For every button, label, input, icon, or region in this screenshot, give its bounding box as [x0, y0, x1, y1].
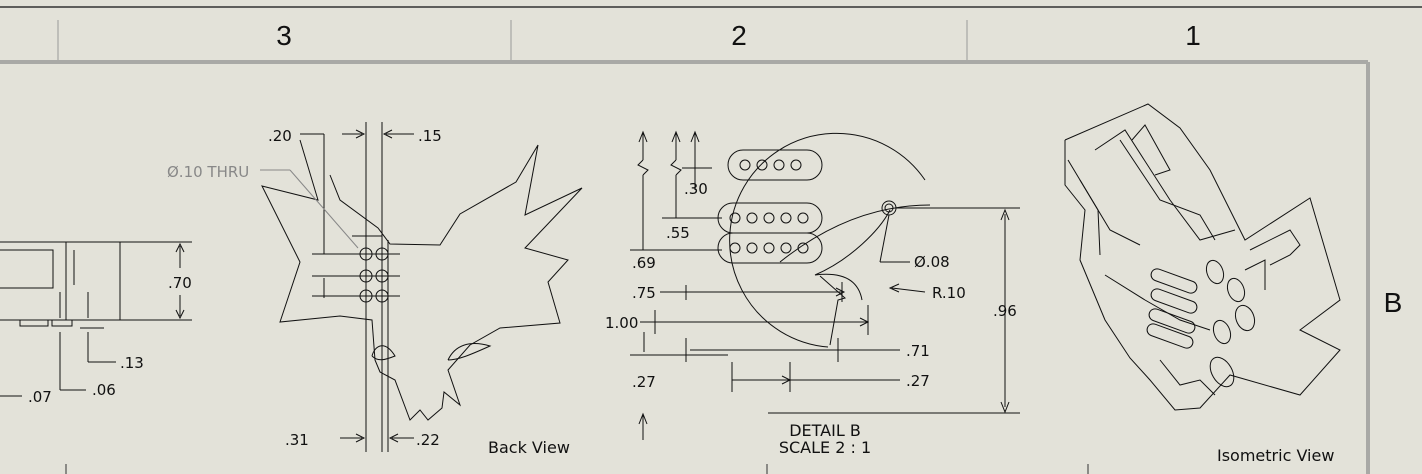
zone-label-1: 1	[1185, 20, 1201, 51]
detail-b-label: DETAIL B	[789, 421, 861, 440]
dim-100: 1.00	[605, 314, 638, 332]
dim-r010: R.10	[932, 284, 966, 302]
zone-label-3: 3	[276, 20, 292, 51]
zone-label-2: 2	[731, 20, 747, 51]
dim-007: .07	[28, 388, 52, 406]
back-view-label: Back View	[488, 438, 570, 457]
dim-013: .13	[120, 354, 144, 372]
dim-055: .55	[666, 224, 690, 242]
sheet-frame	[0, 6, 1422, 474]
dim-015: .15	[418, 127, 442, 145]
dim-020: .20	[268, 127, 292, 145]
dim-006: .06	[92, 381, 116, 399]
side-view-partial	[0, 241, 192, 397]
dim-dia-008: Ø.08	[914, 253, 950, 271]
dim-022: .22	[416, 431, 440, 449]
dim-071: .71	[906, 342, 930, 360]
zone-label-b: B	[1384, 287, 1403, 318]
dim-027-right: .27	[906, 372, 930, 390]
dim-031: .31	[285, 431, 309, 449]
hole-callout: Ø.10 THRU	[167, 163, 249, 181]
dim-069: .69	[632, 254, 656, 272]
dim-075: .75	[632, 284, 656, 302]
dim-030: .30	[684, 180, 708, 198]
dim-070: .70	[168, 274, 192, 292]
detail-b-drawing	[630, 130, 1020, 440]
dim-027-left: .27	[632, 373, 656, 391]
isometric-view-label: Isometric View	[1217, 446, 1334, 465]
isometric-view-drawing	[1064, 103, 1341, 411]
dim-096: .96	[993, 302, 1017, 320]
back-view-outline	[260, 122, 583, 452]
detail-b-scale: SCALE 2 : 1	[779, 438, 871, 457]
